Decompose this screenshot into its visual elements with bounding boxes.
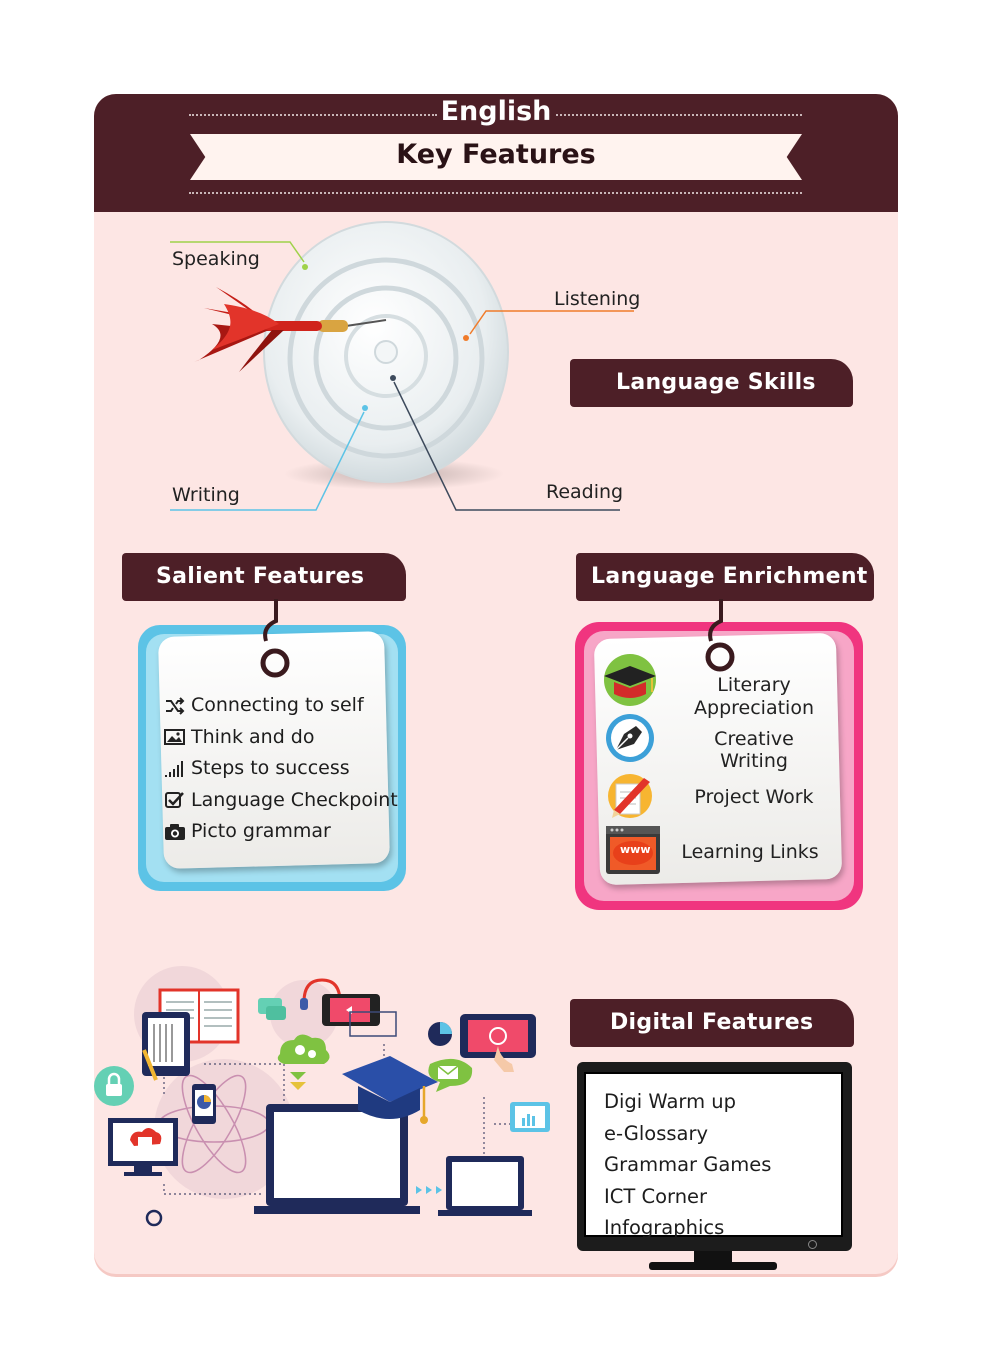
board-bullseye [374, 340, 398, 364]
salient-item-label: Steps to success [191, 757, 350, 779]
shuffle-icon [166, 697, 185, 715]
digital-features-list: Digi Warm up e-Glossary Grammar Games IC… [604, 1086, 771, 1244]
www-badge: www [620, 843, 651, 856]
skill-reading: Reading [546, 481, 624, 503]
listening-callout-dot [463, 335, 469, 341]
reading-callout-line [393, 381, 620, 511]
salient-item-label: Connecting to self [191, 694, 364, 716]
writing-callout-dot [362, 405, 368, 411]
enrich-project-work: Project Work [694, 786, 814, 808]
enrich-literary-line2: Appreciation [694, 697, 814, 719]
digital-item: Digi Warm up [604, 1090, 737, 1113]
dart-icon [194, 287, 387, 372]
monitor-frame: Digi Warm up e-Glossary Grammar Games IC… [577, 1062, 852, 1251]
monitor-power-icon [808, 1240, 817, 1249]
pen-nib-icon [606, 714, 654, 762]
reading-callout-dot [390, 375, 396, 381]
pencil-paper-icon [608, 774, 652, 818]
dartboard-illustration [170, 221, 634, 511]
header-divider-right [556, 114, 802, 116]
enrich-literary-line1: Literary [717, 674, 791, 696]
hanging-hook-icon [260, 599, 290, 678]
salient-item-connecting: Connecting to self [164, 690, 398, 722]
www-browser-icon [606, 826, 660, 874]
header-divider-left [189, 114, 437, 116]
key-features-title: Key Features [396, 139, 596, 170]
digital-item: e-Glossary [604, 1121, 709, 1145]
image-icon [164, 729, 185, 746]
checkbox-icon [165, 792, 184, 809]
skill-speaking: Speaking [172, 248, 260, 270]
key-features-card: English Key Features [94, 94, 898, 1274]
monitor-screen: Digi Warm up e-Glossary Grammar Games IC… [584, 1072, 843, 1239]
board-ring-4 [344, 314, 428, 398]
camera-icon [165, 823, 185, 840]
digital-features-heading: Digital Features [570, 999, 854, 1047]
monitor-base [649, 1262, 777, 1270]
hanging-hook-icon [705, 599, 735, 672]
language-enrichment-heading: Language Enrichment [576, 553, 874, 601]
key-features-ribbon: Key Features [190, 134, 802, 180]
writing-callout-line [170, 411, 365, 511]
skill-listening: Listening [554, 288, 641, 310]
salient-item-checkpoint: Language Checkpoint [164, 785, 398, 817]
board-ring-3 [313, 285, 459, 431]
language-skills-heading: Language Skills [570, 359, 853, 407]
speaking-callout-dot [302, 264, 308, 270]
header-banner: English Key Features [94, 94, 898, 212]
signal-bars-icon [165, 760, 183, 777]
digital-item: Infographics [604, 1216, 725, 1240]
salient-item-label: Picto grammar [191, 820, 331, 842]
digital-learning-illustration [94, 966, 550, 1227]
listening-callout-line [469, 310, 634, 335]
enrich-creative-writing: Creative Writing [714, 728, 794, 772]
salient-item-steps: Steps to success [164, 753, 398, 785]
salient-features-heading: Salient Features [122, 553, 406, 601]
digital-item: Grammar Games [604, 1153, 772, 1177]
subject-title: English [440, 96, 552, 127]
salient-features-list: Connecting to self Think and do Steps to… [164, 690, 398, 848]
skill-writing: Writing [172, 484, 240, 506]
speaking-callout-line [170, 241, 305, 263]
graduation-cap-icon [604, 654, 656, 706]
salient-item-picto: Picto grammar [164, 816, 398, 848]
board-ring-2 [287, 257, 485, 459]
salient-item-label: Language Checkpoint [191, 788, 398, 811]
header-divider-bottom [189, 192, 802, 194]
digital-item: ICT Corner [604, 1184, 708, 1208]
enrich-literary: Literary Appreciation [678, 674, 830, 720]
enrich-learning-links: Learning Links [681, 841, 819, 863]
salient-item-label: Think and do [191, 725, 315, 748]
salient-item-think: Think and do [164, 722, 398, 754]
